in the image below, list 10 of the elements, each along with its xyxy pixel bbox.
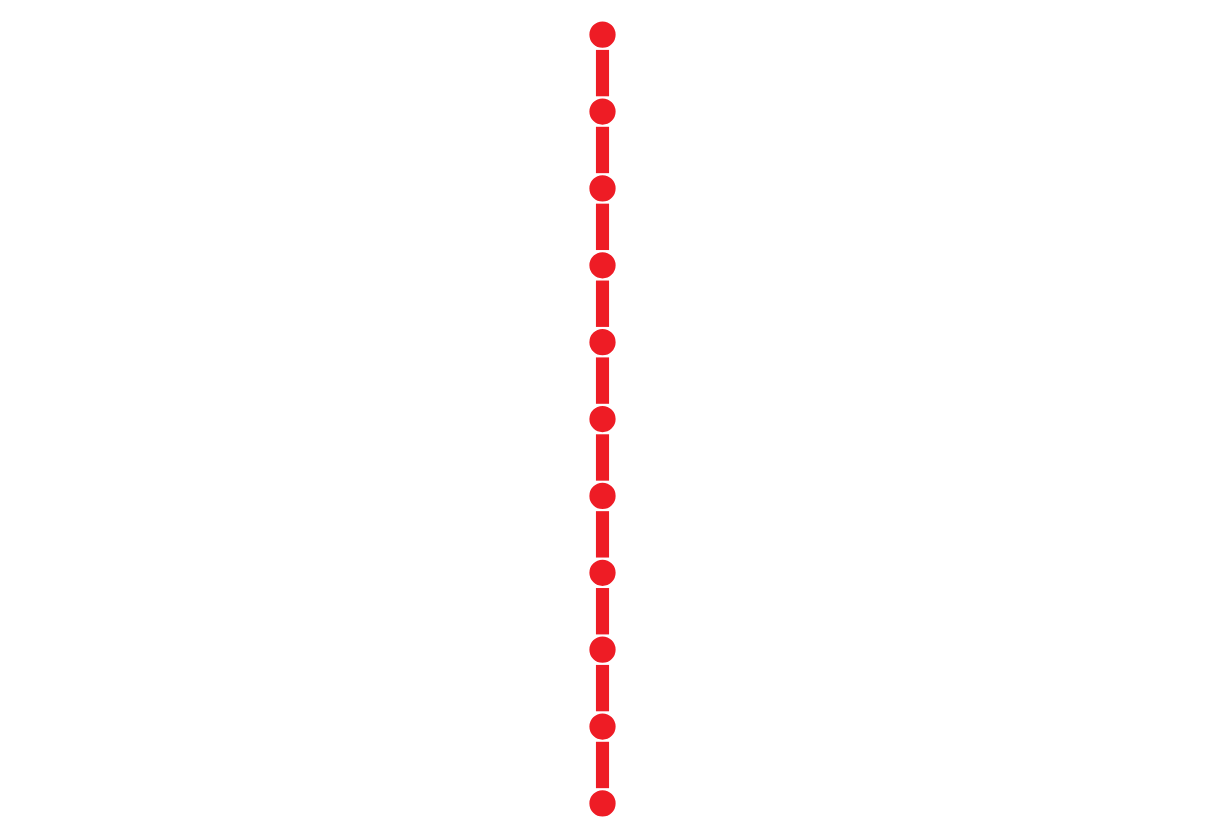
connector (595, 664, 610, 712)
connector (595, 280, 610, 327)
connector (595, 49, 610, 97)
connector (595, 203, 610, 251)
connector (595, 434, 610, 481)
connector (595, 357, 610, 404)
connector (595, 511, 610, 558)
connector (595, 126, 610, 174)
connector (595, 588, 610, 635)
connector (595, 741, 610, 789)
